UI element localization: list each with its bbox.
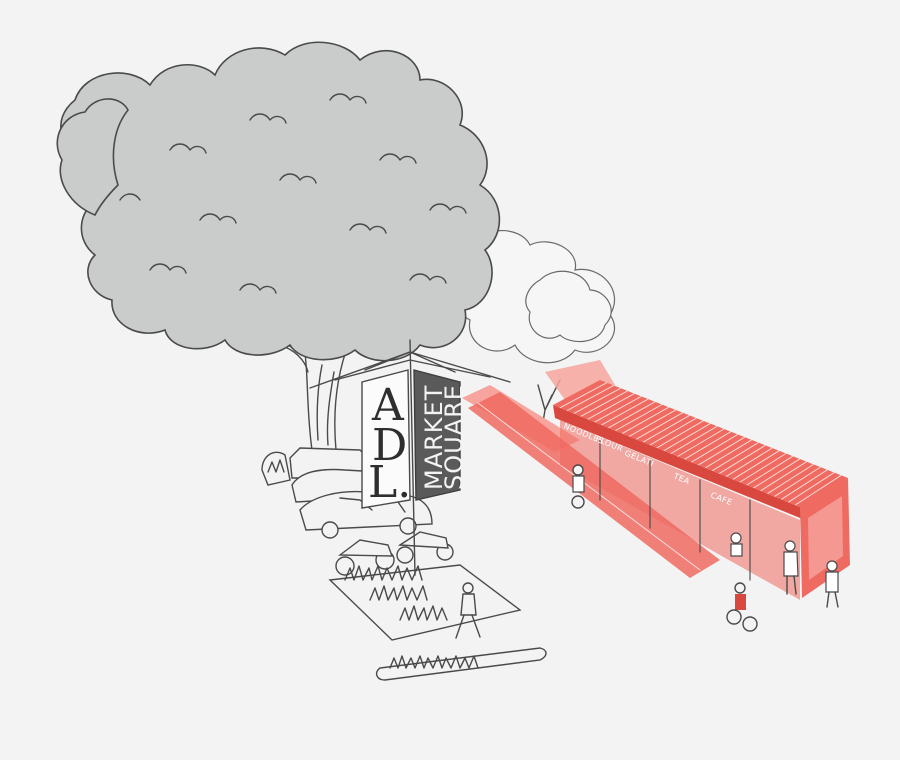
- tree-canopy: [56, 41, 501, 362]
- roof-rib: [615, 404, 663, 432]
- roof-rib: [691, 434, 739, 463]
- motorbikes: [335, 531, 454, 576]
- roof-rib: [732, 450, 780, 480]
- roof-rib: [684, 431, 732, 460]
- roof-rib: [774, 466, 821, 497]
- roof-rib: [760, 461, 807, 492]
- roof-rib: [704, 439, 752, 469]
- roof-rib: [587, 393, 635, 420]
- roof-rib: [794, 474, 842, 506]
- roof-rib: [608, 401, 656, 429]
- roof-rib: [566, 385, 615, 412]
- people: [455, 464, 839, 639]
- roof-rib: [656, 420, 704, 449]
- roof-rib: [559, 382, 608, 409]
- planter-beds: [261, 451, 547, 681]
- banner-letter: L.: [368, 457, 411, 508]
- banner-letter: A: [371, 380, 405, 431]
- person-cyclist: [571, 464, 585, 509]
- roof-rib: [697, 436, 745, 466]
- roof-rib: [628, 409, 677, 437]
- banner-adl: A D L.: [361, 369, 411, 509]
- red-walkway: [462, 385, 720, 578]
- person-vendor: [730, 532, 743, 557]
- roof-rib: [787, 472, 835, 503]
- roof-rib: [649, 417, 697, 446]
- person-child: [825, 560, 839, 608]
- roof-rib: [746, 455, 794, 486]
- roof-rib: [594, 395, 642, 423]
- person-walking: [455, 582, 481, 639]
- roof-rib: [670, 425, 718, 455]
- person-cyclist-red: [726, 582, 758, 632]
- roof-rib: [725, 447, 773, 477]
- banner-market-square: MARKET SQUARE: [413, 369, 468, 501]
- roof-rib: [711, 442, 759, 472]
- roof-rib: [573, 387, 621, 415]
- roof-rib: [601, 398, 649, 426]
- person-standing: [783, 540, 799, 595]
- banner-line-market: MARKET: [420, 385, 448, 490]
- roof-rib: [780, 469, 828, 500]
- roof-rib: [739, 453, 787, 483]
- roof-rib: [663, 423, 711, 452]
- roof-rib: [635, 412, 683, 440]
- roof-rib: [767, 463, 814, 495]
- roof-rib: [677, 428, 725, 457]
- roof-rib: [753, 458, 801, 489]
- banner-line-square: SQUARE: [440, 384, 468, 490]
- sign-pole: [309, 339, 511, 576]
- roof-rib: [642, 414, 690, 443]
- roof-rib: [718, 444, 766, 475]
- banner-letter: D: [372, 420, 407, 471]
- roof-rib: [580, 390, 628, 417]
- roof-rib: [621, 406, 670, 435]
